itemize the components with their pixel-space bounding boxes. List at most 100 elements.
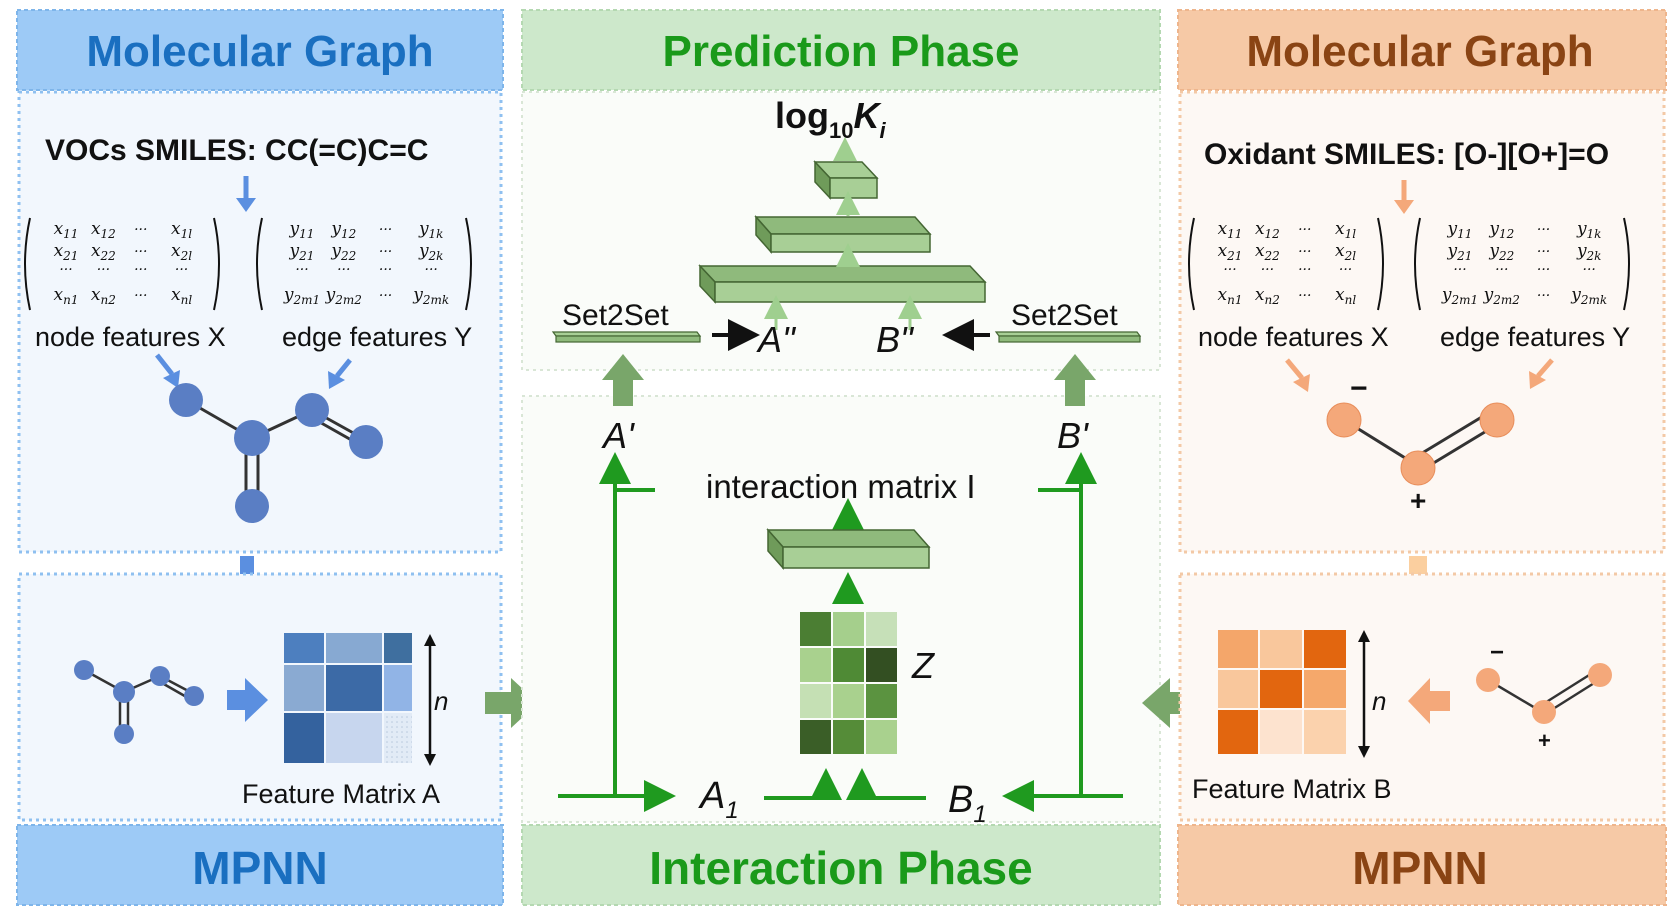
matrix-cell: ··· <box>1223 262 1236 278</box>
matrix-left-bracket <box>256 217 263 311</box>
matrix-cell: y2m2 <box>325 285 362 307</box>
left-edge-label: edge features Y <box>282 322 472 352</box>
matrix-cell: ··· <box>1298 222 1311 238</box>
matrix-cell: y22 <box>330 241 356 263</box>
right-footer-title: MPNN <box>1352 842 1487 894</box>
matrix-right-bracket <box>1623 217 1630 311</box>
matrix-cell: ··· <box>1583 262 1596 278</box>
set2set-right-layer <box>994 331 1142 343</box>
matrix-cell: ··· <box>97 262 110 278</box>
right-feature-matrix-label: Feature Matrix B <box>1192 774 1392 804</box>
matrix-right-bracket <box>213 217 220 311</box>
b-double-label: B" <box>876 319 915 360</box>
right-column: Molecular Graph Oxidant SMILES: [O-][O+]… <box>1177 9 1667 906</box>
matrix-cell: x2l <box>171 241 192 263</box>
left-atom-3 <box>295 393 329 427</box>
matrix-cell: y1k <box>1576 219 1602 241</box>
matrix-cell: x1l <box>171 219 192 241</box>
right-atom-3 <box>1479 402 1515 438</box>
matrix-cell: y1k <box>418 219 444 241</box>
feature-matrix-a <box>284 633 412 763</box>
matrix-cell: y2k <box>1576 241 1602 263</box>
matrix-cell: y12 <box>1488 219 1514 241</box>
right-header-title: Molecular Graph <box>1246 27 1593 76</box>
a-double-label: A" <box>756 319 797 360</box>
right-to-matrix-arrow <box>1408 678 1450 724</box>
matrix-cell: ··· <box>134 244 147 260</box>
matrix-cell: x12 <box>1255 219 1280 241</box>
matrix-right-bracket <box>1377 217 1384 311</box>
right-n-dimension-arrow <box>1358 630 1370 758</box>
right-smiles-value: [O-][O+]=O <box>1454 138 1609 171</box>
matrix-cell: ··· <box>1298 244 1311 260</box>
left-node-label: node features X <box>35 322 226 352</box>
matrix-cell: x21 <box>54 241 79 263</box>
matrix-cell: ··· <box>1261 262 1274 278</box>
interaction-matrix-label: interaction matrix I <box>706 468 976 505</box>
matrix-cell: y11 <box>1447 219 1473 241</box>
matrix-cell: xn1 <box>54 285 79 307</box>
left-node-to-graph-arrow <box>155 353 180 388</box>
matrix-cell: ··· <box>1537 222 1550 238</box>
center-footer-title: Interaction Phase <box>649 842 1032 894</box>
left-edge-to-graph-arrow <box>328 358 352 389</box>
matrix-cell: ··· <box>134 262 147 278</box>
matrix-cell: xnl <box>171 285 192 307</box>
right-small-minus-label: − <box>1490 639 1504 666</box>
right-atom-2 <box>1400 450 1436 486</box>
matrix-cell: y2m2 <box>1483 285 1520 307</box>
left-column: Molecular Graph VOCs SMILES: CC(=C)C=C x… <box>16 9 504 906</box>
right-smiles-arrow <box>1394 180 1414 214</box>
matrix-cell: x21 <box>1218 241 1243 263</box>
matrix-cell: x22 <box>91 241 116 263</box>
left-footer-bg <box>16 824 504 906</box>
matrix-cell: y12 <box>330 219 356 241</box>
right-molecule-graph <box>1326 402 1515 486</box>
matrix-cell: ··· <box>337 262 350 278</box>
matrix-cell: ··· <box>1537 244 1550 260</box>
left-n-label: n <box>434 686 448 716</box>
left-smiles-label: VOCs SMILES: <box>45 134 265 167</box>
matrix-cell: x12 <box>91 219 116 241</box>
b-prime-label: B' <box>1057 415 1089 456</box>
matrix-cell: ··· <box>425 262 438 278</box>
right-atom-1 <box>1326 402 1362 438</box>
left-smiles-value: CC(=C)C=C <box>265 134 428 167</box>
matrix-cell: ··· <box>1339 262 1352 278</box>
matrix-cell: y2m1 <box>283 285 320 307</box>
feature-matrix-b <box>1218 630 1346 754</box>
center-column: Prediction Phase log10Ki <box>521 9 1161 906</box>
set2set-left-layer <box>551 331 702 343</box>
left-header-title: Molecular Graph <box>86 27 433 76</box>
left-smiles-line: VOCs SMILES: CC(=C)C=C <box>45 134 428 167</box>
left-smiles-arrow <box>236 176 256 212</box>
right-minus-label: − <box>1350 372 1368 405</box>
center-footer-bg <box>521 824 1161 906</box>
z-label: Z <box>911 645 935 686</box>
left-to-matrix-arrow <box>227 678 268 722</box>
left-footer-title: MPNN <box>192 842 327 894</box>
matrix-cell: ··· <box>379 262 392 278</box>
interaction-dense-layer <box>766 528 931 570</box>
matrix-cell: ··· <box>175 262 188 278</box>
matrix-cell: y22 <box>1488 241 1514 263</box>
matrix-cell: y2mk <box>412 285 449 307</box>
a-prime-label: A' <box>601 415 635 456</box>
set2set-right-label: Set2Set <box>1011 299 1118 332</box>
matrix-cell: x2l <box>1335 241 1356 263</box>
left-small-molecule <box>74 660 204 744</box>
right-footer-bg <box>1177 824 1667 906</box>
a-prime-up-arrow <box>602 354 644 406</box>
matrix-cell: ··· <box>1298 262 1311 278</box>
matrix-cell: y2k <box>418 241 444 263</box>
right-n-label: n <box>1372 686 1386 716</box>
left-atom-2 <box>234 420 270 456</box>
matrix-cell: x11 <box>54 219 79 241</box>
a1-label: A1 <box>698 775 739 824</box>
b-prime-up-arrow <box>1054 354 1096 406</box>
prediction-up-arrows <box>764 137 922 330</box>
matrix-cell: ··· <box>1453 262 1466 278</box>
